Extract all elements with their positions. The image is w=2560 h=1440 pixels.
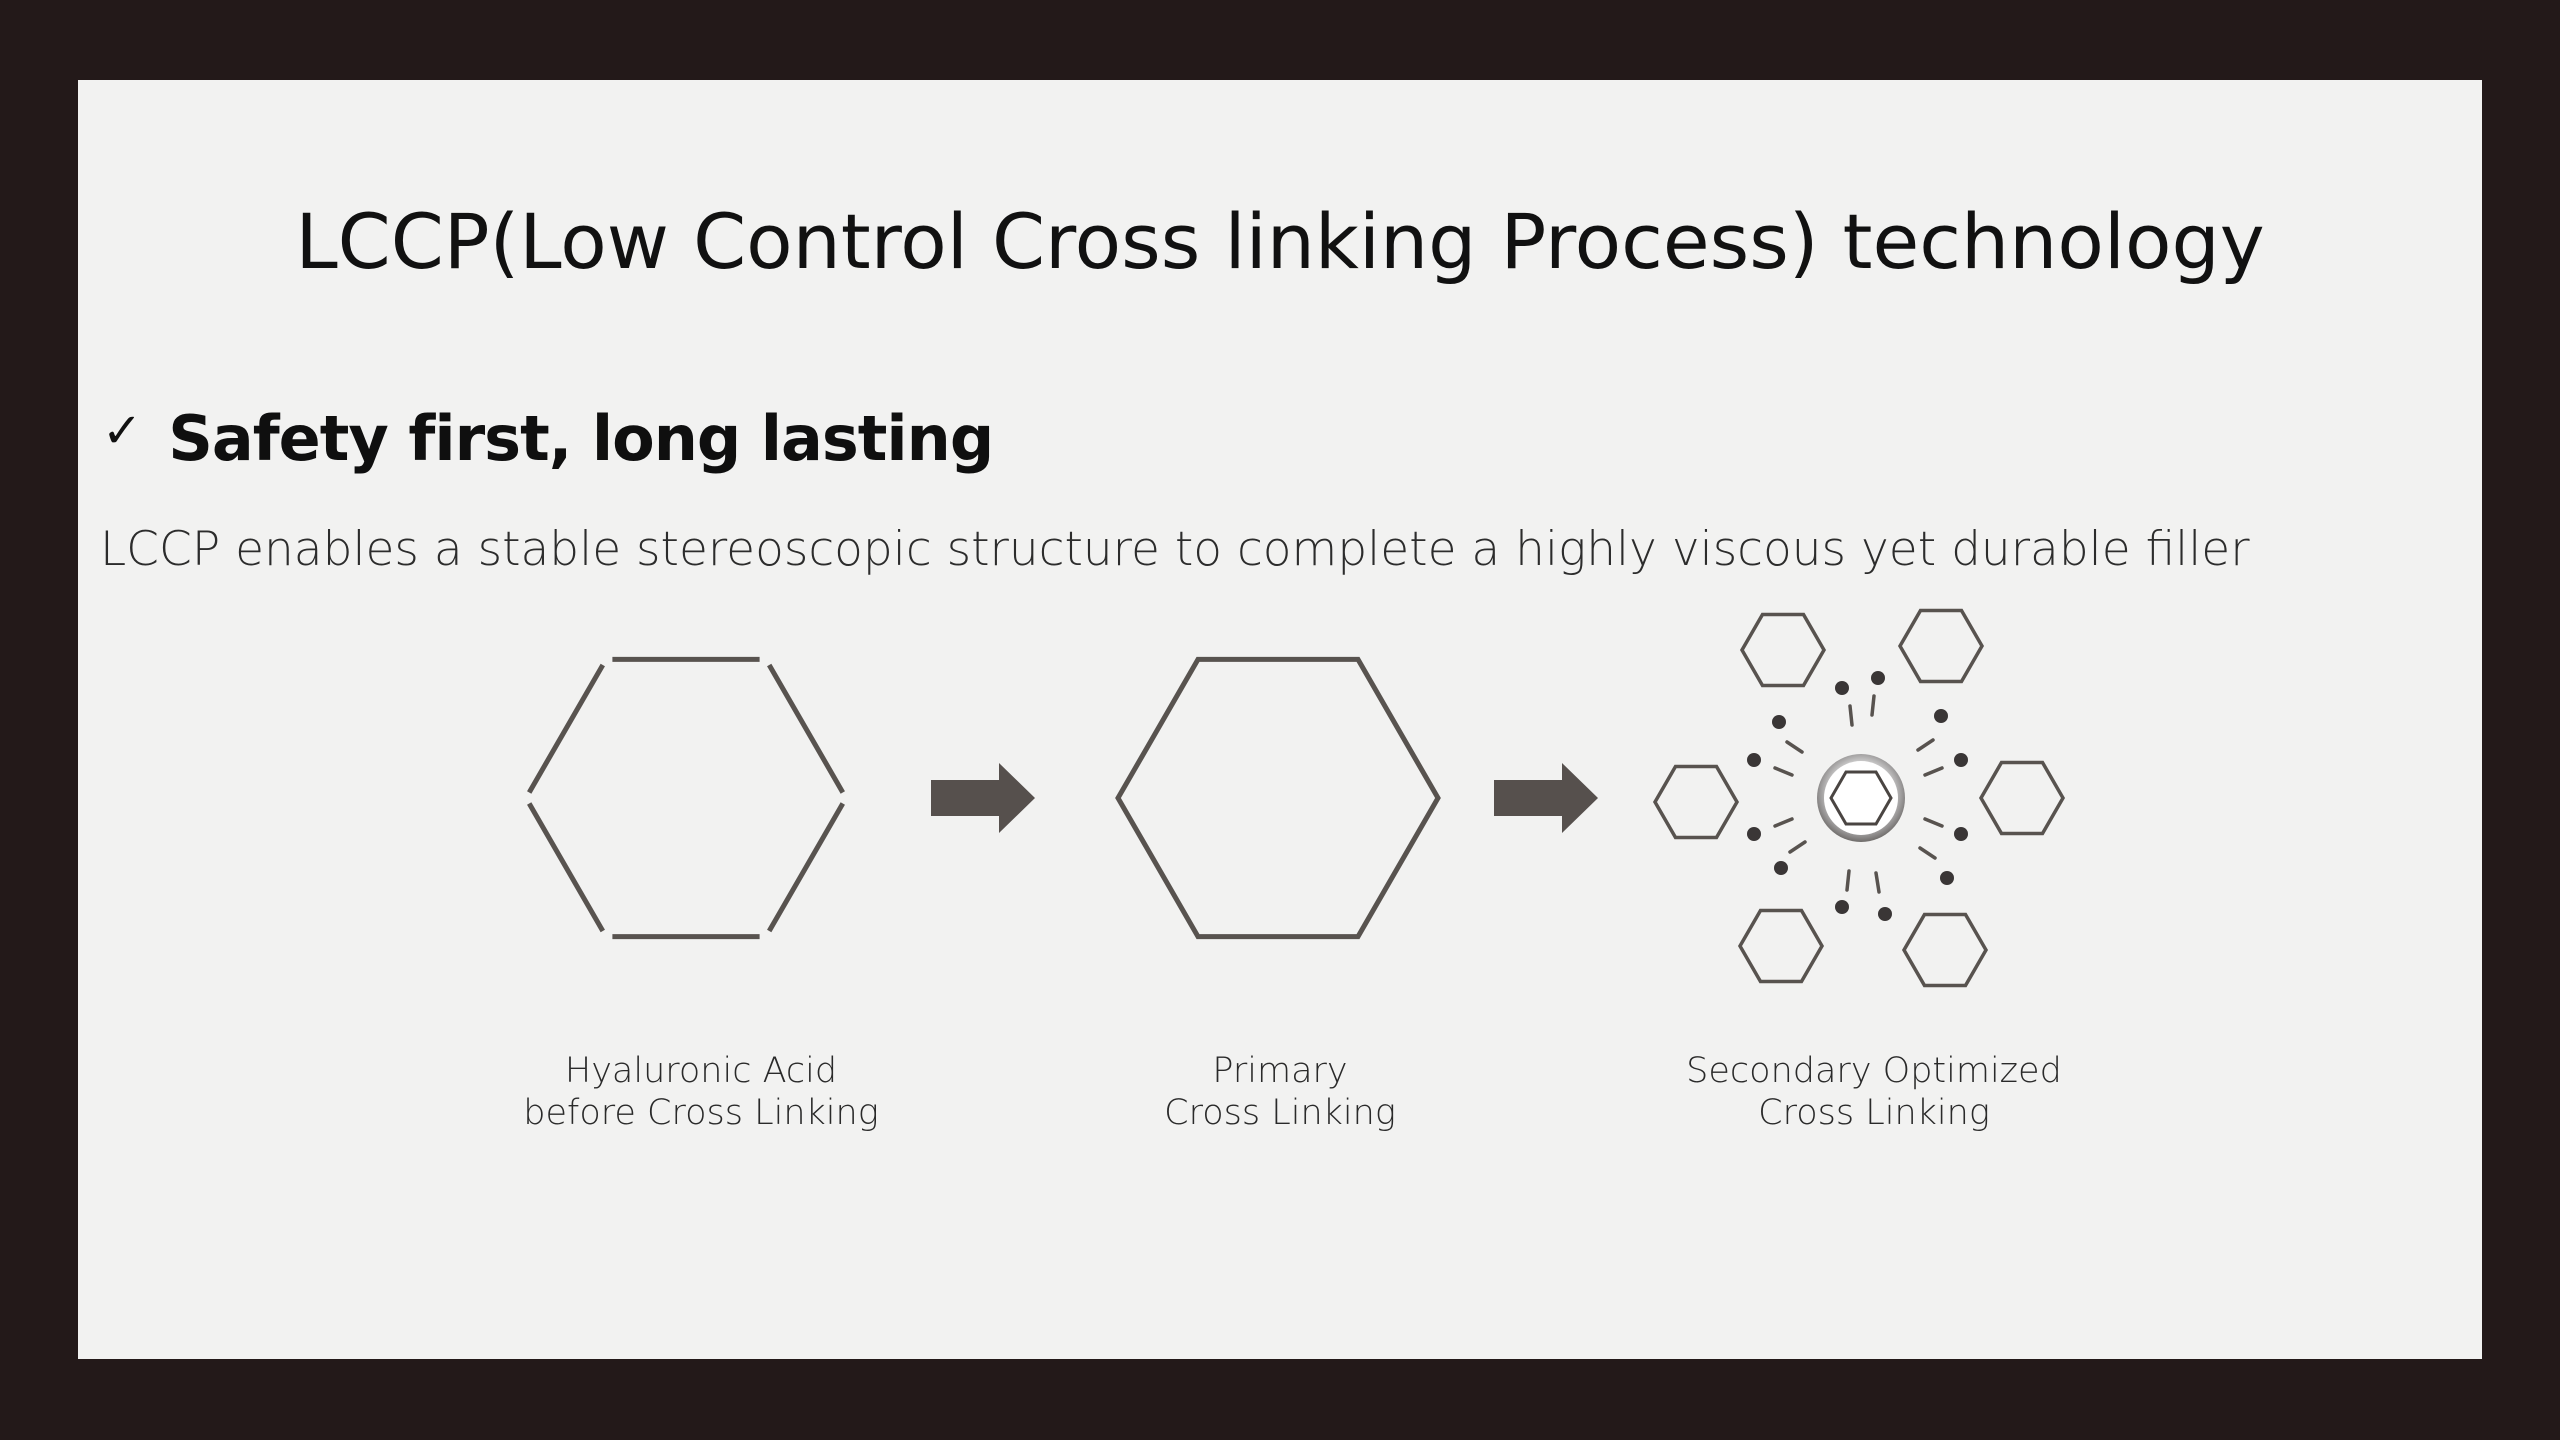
slide: LCCP(Low Control Cross linking Process) … bbox=[78, 80, 2482, 1359]
small-hexagon bbox=[1739, 612, 1827, 688]
link-dash bbox=[1848, 704, 1854, 727]
closed-hexagon-icon bbox=[1115, 656, 1441, 940]
subheading: ✓ Safety first, long lasting bbox=[102, 398, 994, 478]
link-dot bbox=[1772, 715, 1786, 729]
caption-secondary-optimized: Secondary Optimized Cross Linking bbox=[1624, 1050, 2124, 1134]
link-dot bbox=[1747, 827, 1761, 841]
link-dash bbox=[1923, 766, 1944, 777]
small-hexagon bbox=[1901, 912, 1989, 988]
link-dot bbox=[1934, 709, 1948, 723]
link-dot bbox=[1835, 681, 1849, 695]
small-hexagon bbox=[1978, 760, 2066, 836]
link-dot bbox=[1954, 753, 1968, 767]
hexagon-edge bbox=[767, 802, 845, 933]
link-dash bbox=[1870, 694, 1876, 717]
description-text: LCCP enables a stable stereoscopic struc… bbox=[100, 522, 2250, 577]
subheading-text: Safety first, long lasting bbox=[168, 401, 994, 475]
caption-line: before Cross Linking bbox=[523, 1093, 879, 1133]
caption-line: Cross Linking bbox=[1758, 1093, 1990, 1133]
caption-line: Primary bbox=[1212, 1051, 1348, 1091]
caption-line: Hyaluronic Acid bbox=[564, 1051, 838, 1091]
link-dash bbox=[1918, 846, 1937, 860]
caption-line: Cross Linking bbox=[1164, 1093, 1396, 1133]
right-arrow-icon bbox=[931, 763, 1035, 833]
small-hexagon bbox=[1737, 908, 1825, 984]
link-dot bbox=[1954, 827, 1968, 841]
right-arrow-icon bbox=[1494, 763, 1598, 833]
slide-title: LCCP(Low Control Cross linking Process) … bbox=[295, 197, 2265, 286]
link-dot bbox=[1774, 861, 1788, 875]
caption-hyaluronic-acid: Hyaluronic Acid before Cross Linking bbox=[451, 1050, 951, 1134]
link-dash bbox=[1785, 740, 1804, 754]
link-dash bbox=[1773, 817, 1794, 828]
link-dot bbox=[1747, 753, 1761, 767]
link-dash bbox=[1788, 840, 1807, 854]
link-dash bbox=[1916, 738, 1935, 752]
open-hexagon-icon bbox=[527, 656, 845, 940]
hexagon-edge bbox=[527, 802, 605, 933]
crosslinked-network-icon bbox=[1652, 608, 2066, 988]
link-dot bbox=[1871, 671, 1885, 685]
caption-line: Secondary Optimized bbox=[1686, 1051, 2062, 1091]
small-hexagon bbox=[1652, 764, 1740, 840]
crosslinking-diagram bbox=[527, 608, 2066, 988]
caption-primary-cross-linking: Primary Cross Linking bbox=[1030, 1050, 1530, 1134]
link-dot bbox=[1878, 907, 1892, 921]
link-dash bbox=[1773, 766, 1794, 777]
core-hexagon bbox=[1829, 770, 1893, 826]
hexagon-edge bbox=[767, 663, 845, 794]
link-dash bbox=[1874, 871, 1881, 894]
checkmark-icon: ✓ bbox=[102, 403, 143, 459]
link-dot bbox=[1940, 871, 1954, 885]
link-dash bbox=[1845, 869, 1851, 892]
link-dash bbox=[1923, 817, 1944, 828]
small-hexagon bbox=[1897, 608, 1985, 684]
hexagon-edge bbox=[527, 663, 605, 794]
link-dot bbox=[1835, 900, 1849, 914]
